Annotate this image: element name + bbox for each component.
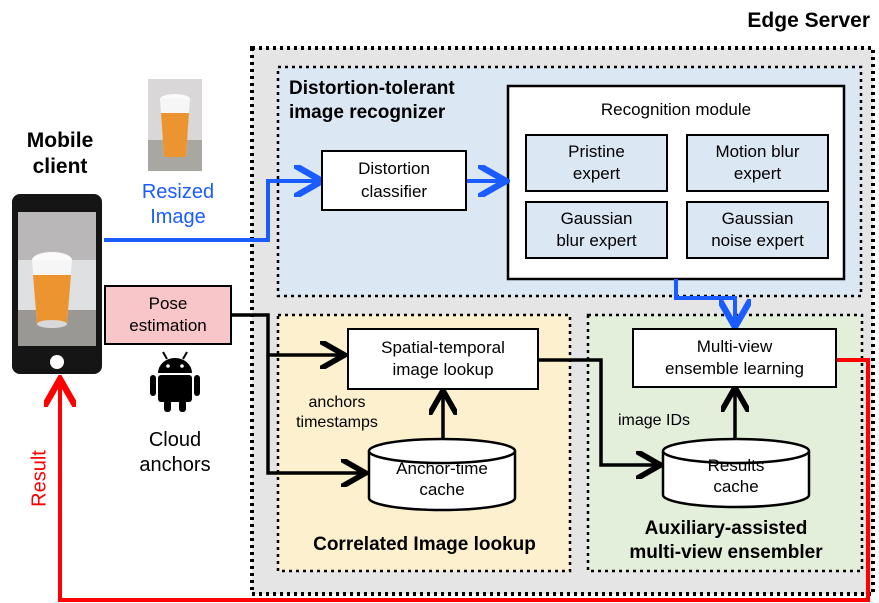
lookup-title: Correlated Image lookup [313, 534, 536, 555]
mobile-client-title: Mobile client [12, 128, 108, 181]
cloud-anchors-line2: anchors [139, 454, 211, 476]
multi-view-line2: ensemble learning [665, 359, 804, 378]
results-cache-line1: Results [707, 456, 765, 475]
result-arrow [60, 358, 870, 602]
recognition-module-title: Recognition module [600, 100, 752, 119]
gaussian-noise-expert-line2: noise expert [711, 231, 804, 250]
anchors-to-cache-arrow [266, 355, 362, 473]
cloud-anchors-line1: Cloud [148, 429, 202, 451]
resized-image-thumbnail [148, 79, 202, 171]
results-cache-cylinder [661, 437, 811, 509]
gaussian-blur-expert-line1: Gaussian [560, 208, 633, 228]
recognizer-title-line1: Distortion-tolerant [289, 78, 455, 99]
anchor-time-cache-label: Anchor-time cache [369, 458, 515, 501]
ensembler-title-line1: Auxiliary-assisted [644, 518, 808, 539]
multi-view-line1: Multi-view [696, 336, 773, 356]
distortion-classifier-line1: Distortion [358, 159, 430, 179]
multi-view-ensemble-box: Multi-view ensemble learning [632, 328, 837, 388]
results-cache-label: Results cache [663, 455, 809, 498]
anchors-timestamps-label: anchors timestamps [282, 393, 392, 433]
distortion-classifier-line2: classifier [360, 181, 428, 201]
module-to-ensemble-arrow [674, 279, 735, 323]
edge-server-title: Edge Server [747, 9, 870, 32]
resized-image-label-line1: Resized [141, 181, 215, 203]
gaussian-blur-expert-box: Gaussian blur expert [525, 201, 668, 259]
anchors-timestamps-line1: anchors [308, 394, 366, 411]
recognizer-title: Distortion-tolerant image recognizer [289, 77, 499, 125]
cloud-anchors-label: Cloud anchors [125, 428, 225, 478]
resized-image-arrow [104, 181, 318, 242]
mobile-client-title-line2: client [32, 155, 88, 179]
recognizer-title-line2: image recognizer [289, 101, 446, 123]
spatial-temporal-line2: image lookup [392, 360, 494, 379]
motion-blur-expert-box: Motion blur expert [686, 134, 829, 192]
mobile-phone [12, 194, 102, 374]
results-cache-line2: cache [713, 477, 759, 497]
pose-estimation-line1: Pose [148, 293, 188, 313]
gaussian-noise-expert-box: Gaussian noise expert [686, 201, 829, 259]
pristine-expert-line1: Pristine [568, 141, 625, 161]
ensembler-title: Auxiliary-assisted multi-view ensembler [592, 517, 860, 565]
distortion-classifier-box: Distortion classifier [321, 150, 467, 211]
image-ids-label: image IDs [617, 412, 691, 429]
anchor-time-cache-line2: cache [419, 480, 465, 500]
lookup-to-results-arrow [539, 358, 657, 465]
pose-to-lookup-arrow [231, 313, 341, 355]
pristine-expert-box: Pristine expert [525, 134, 668, 192]
mobile-client-title-line1: Mobile [26, 129, 94, 152]
resized-image-label-line2: Image [150, 206, 206, 228]
motion-blur-expert-line2: expert [733, 164, 782, 183]
anchor-time-cache-line1: Anchor-time [396, 459, 488, 478]
anchors-timestamps-line2: timestamps [296, 414, 378, 431]
spatial-temporal-lookup-box: Spatial-temporal image lookup [347, 328, 539, 390]
result-label: Result [28, 450, 51, 507]
pose-estimation-box: Pose estimation [104, 285, 232, 345]
ensembler-title-line2: multi-view ensembler [629, 541, 823, 563]
pristine-expert-line2: expert [572, 164, 621, 183]
pose-estimation-line2: estimation [129, 316, 207, 335]
resized-image-label: Resized Image [128, 180, 228, 230]
android-icon [150, 351, 200, 412]
spatial-temporal-line1: Spatial-temporal [381, 337, 505, 357]
motion-blur-expert-line1: Motion blur [715, 141, 800, 161]
gaussian-blur-expert-line2: blur expert [556, 231, 637, 250]
gaussian-noise-expert-line1: Gaussian [721, 208, 794, 228]
anchor-time-cache-cylinder [367, 437, 517, 512]
